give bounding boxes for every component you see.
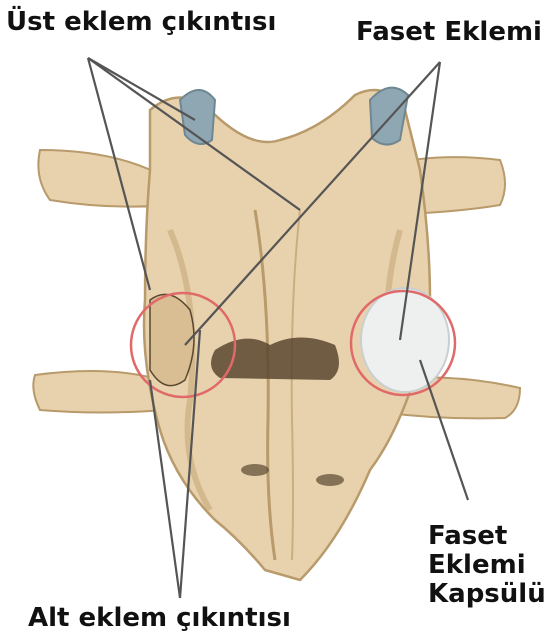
capsule-label-line-2: Eklemi <box>428 551 545 580</box>
capsule-label-line-1: Faset <box>428 522 545 551</box>
capsule-label-line-3: Kapsülü <box>428 580 545 609</box>
inferior-articular-process-label: Alt eklem çıkıntısı <box>28 604 291 633</box>
facet-joint-capsule-label: Faset Eklemi Kapsülü <box>428 522 545 609</box>
left-facet-joint <box>150 294 194 385</box>
superior-articular-process-label: Üst eklem çıkıntısı <box>6 8 276 37</box>
facet-joint-label: Faset Eklemi <box>356 18 542 47</box>
